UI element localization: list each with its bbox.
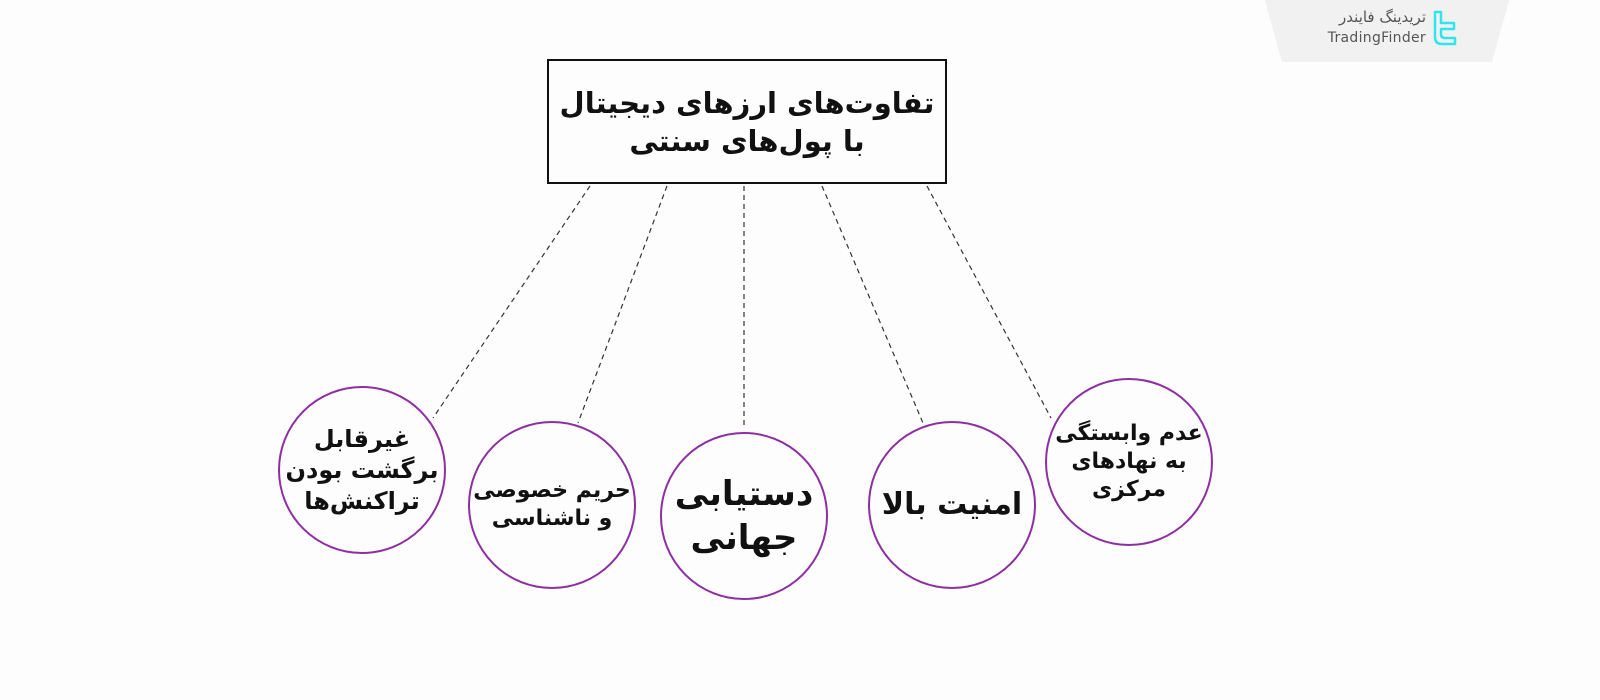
node-label: حریم خصوصی و ناشناسی — [473, 478, 631, 531]
node-label: عدم وابستگی به نهادهای مرکزی — [1055, 421, 1203, 502]
diagram-title-box: تفاوت‌های ارزهای دیجیتال با پول‌های سنتی — [547, 59, 947, 184]
node-label: دستیابی جهانی — [674, 474, 814, 558]
brand-name-en: TradingFinder — [1327, 30, 1426, 46]
node-privacy-anonymity: حریم خصوصی و ناشناسی — [468, 421, 636, 589]
brand-name-fa: تریدینگ فایندر — [1339, 8, 1426, 26]
connector-line — [821, 185, 924, 424]
node-decentralization: عدم وابستگی به نهادهای مرکزی — [1045, 378, 1213, 546]
connector-line — [577, 185, 668, 424]
tradingfinder-logo-icon — [1433, 10, 1457, 46]
node-global-access: دستیابی جهانی — [660, 432, 828, 600]
diagram-title: تفاوت‌های ارزهای دیجیتال با پول‌های سنتی — [559, 85, 935, 158]
node-irreversible-transactions: غیرقابل برگشت بودن تراکنش‌ها — [278, 386, 446, 554]
brand-tab — [1262, 0, 1512, 62]
node-high-security: امنیت بالا — [868, 421, 1036, 589]
connector-line — [926, 185, 1052, 419]
node-label: غیرقابل برگشت بودن تراکنش‌ها — [285, 424, 439, 515]
node-label: امنیت بالا — [881, 487, 1023, 522]
connector-line — [432, 185, 591, 419]
